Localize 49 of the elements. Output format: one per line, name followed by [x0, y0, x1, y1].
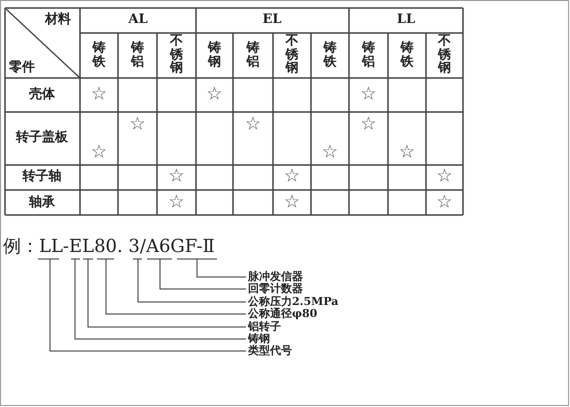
star-symbol: ☆: [436, 194, 453, 212]
model-code-example: 例：LL-EL80. 3/A6GF-Ⅱ: [3, 236, 215, 257]
leader-line: [70, 258, 246, 340]
star-symbol: ☆: [244, 116, 262, 134]
leader-line: [96, 258, 246, 314]
star-symbol: ☆: [322, 144, 338, 162]
code-description: 铸钢: [248, 333, 270, 345]
star-symbol: ☆: [360, 116, 377, 134]
leader-line: [38, 258, 246, 352]
star-symbol: ☆: [398, 144, 416, 162]
part-name: 壳体: [29, 88, 55, 102]
part-name: 轴承: [29, 196, 55, 210]
star-symbol: ☆: [168, 168, 185, 186]
material-name: 铸铝: [131, 41, 144, 69]
leader-line: [82, 258, 246, 328]
star-symbol: ☆: [284, 194, 300, 212]
star-symbol: ☆: [129, 116, 146, 134]
part-name: 转子轴: [22, 170, 62, 184]
material-name: 铸钢: [208, 41, 221, 69]
part-name: 转子盖板: [16, 131, 68, 145]
series-header: AL: [128, 13, 148, 27]
material-name: 铸铝: [362, 41, 375, 69]
star-symbol: ☆: [90, 86, 108, 104]
material-name: 铸铁: [92, 41, 106, 69]
code-description: 铝转子: [248, 321, 281, 333]
code-description: 公称通径φ80: [248, 308, 318, 320]
star-symbol: ☆: [360, 86, 377, 104]
leader-line: [176, 258, 246, 278]
material-name: 铸铁: [324, 41, 336, 69]
series-header: EL: [262, 13, 282, 27]
material-header: 材料: [45, 13, 71, 27]
material-name: 铸铝: [246, 41, 260, 69]
code-description: 类型代号: [248, 345, 292, 357]
part-header: 零件: [9, 61, 35, 75]
star-symbol: ☆: [168, 194, 185, 212]
material-name: 不锈钢: [286, 34, 298, 76]
material-name: 不锈钢: [170, 34, 183, 76]
star-symbol: ☆: [206, 86, 223, 104]
star-symbol: ☆: [436, 168, 453, 186]
star-symbol: ☆: [284, 168, 300, 186]
leader-line: [132, 258, 246, 302]
series-header: LL: [396, 13, 416, 27]
material-name: 铸铁: [400, 41, 414, 69]
code-description: 公称压力2.5MPa: [248, 296, 338, 308]
code-description: 回零计数器: [248, 283, 303, 295]
leader-line: [146, 258, 246, 290]
material-name: 不锈钢: [438, 34, 451, 76]
code-description: 脉冲发信器: [248, 271, 303, 283]
star-symbol: ☆: [90, 144, 108, 162]
